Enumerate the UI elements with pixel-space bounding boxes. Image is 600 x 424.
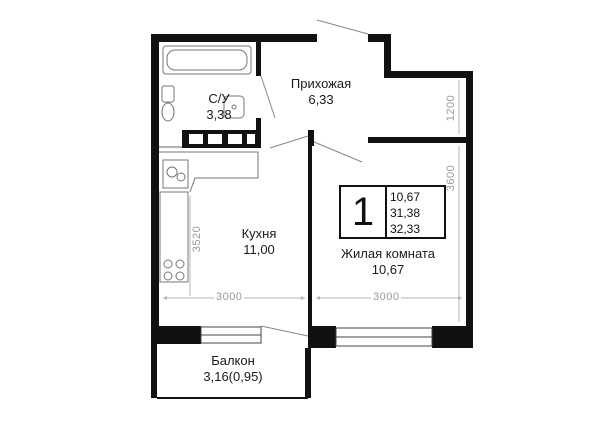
wall-balcony-right: [305, 348, 311, 398]
hallway-area: 6,33: [308, 92, 334, 107]
rooms-count: 1: [341, 187, 387, 237]
bath-bottom-wall: [159, 130, 260, 148]
bathroom-area: 3,38: [206, 107, 232, 122]
apartment-summary: 1 10,67 31,38 32,33: [339, 185, 446, 239]
bathroom-label: С/У 3,38: [206, 91, 231, 123]
toilet: [161, 85, 175, 122]
sink: [223, 95, 245, 119]
kitchen-area: 11,00: [243, 242, 275, 257]
balcony-area: 3,16(0,95): [203, 369, 263, 384]
wall-top-left: [151, 34, 317, 42]
wall-left: [151, 34, 159, 330]
wall-right: [466, 71, 473, 348]
wall-living-top: [368, 137, 473, 143]
wall-bottom-left: [151, 326, 201, 344]
kitchen-counter: [159, 151, 259, 283]
windows: [200, 326, 433, 347]
exterior-walls: [151, 34, 473, 398]
living-depth-dim: 3600: [445, 164, 457, 192]
interior-walls: [256, 42, 473, 326]
wall-top-right-stub: [368, 34, 386, 42]
living-label: Жилая комната 10,67: [341, 246, 435, 278]
living-width-dim: 3000: [371, 291, 402, 303]
living-area: 10,67: [371, 262, 405, 277]
wall-balcony-left: [151, 330, 157, 398]
wall-bottom-mid: [308, 326, 336, 348]
wall-kitchen-living-top: [308, 130, 314, 146]
wall-right-upper-vertical: [384, 34, 391, 76]
area-with-balcony-value: 32,33: [390, 222, 421, 236]
living-name: Жилая комната: [341, 246, 435, 261]
bathroom-name: С/У: [208, 91, 230, 106]
balcony-label: Балкон 3,16(0,95): [203, 353, 262, 385]
wall-kitchen-living: [308, 140, 312, 326]
total-area-value: 31,38: [390, 206, 421, 220]
hall-depth-dim: 1200: [445, 94, 457, 122]
wall-right-step: [384, 71, 473, 78]
kitchen-width-dim: 3000: [214, 291, 245, 303]
door-swings: [260, 19, 369, 337]
kitchen-label: Кухня 11,00: [242, 226, 277, 258]
areas-list: 10,67 31,38 32,33: [390, 189, 420, 237]
hallway-label: Прихожая 6,33: [291, 76, 351, 108]
kitchen-name: Кухня: [241, 226, 277, 241]
wall-bottom-right: [432, 326, 473, 348]
living-area-value: 10,67: [390, 190, 421, 204]
bathtub: [162, 45, 252, 75]
balcony-name: Балкон: [211, 353, 255, 368]
hallway-name: Прихожая: [290, 76, 352, 91]
kitchen-depth-dim: 3520: [191, 225, 203, 253]
wall-bath-vertical: [256, 42, 261, 76]
